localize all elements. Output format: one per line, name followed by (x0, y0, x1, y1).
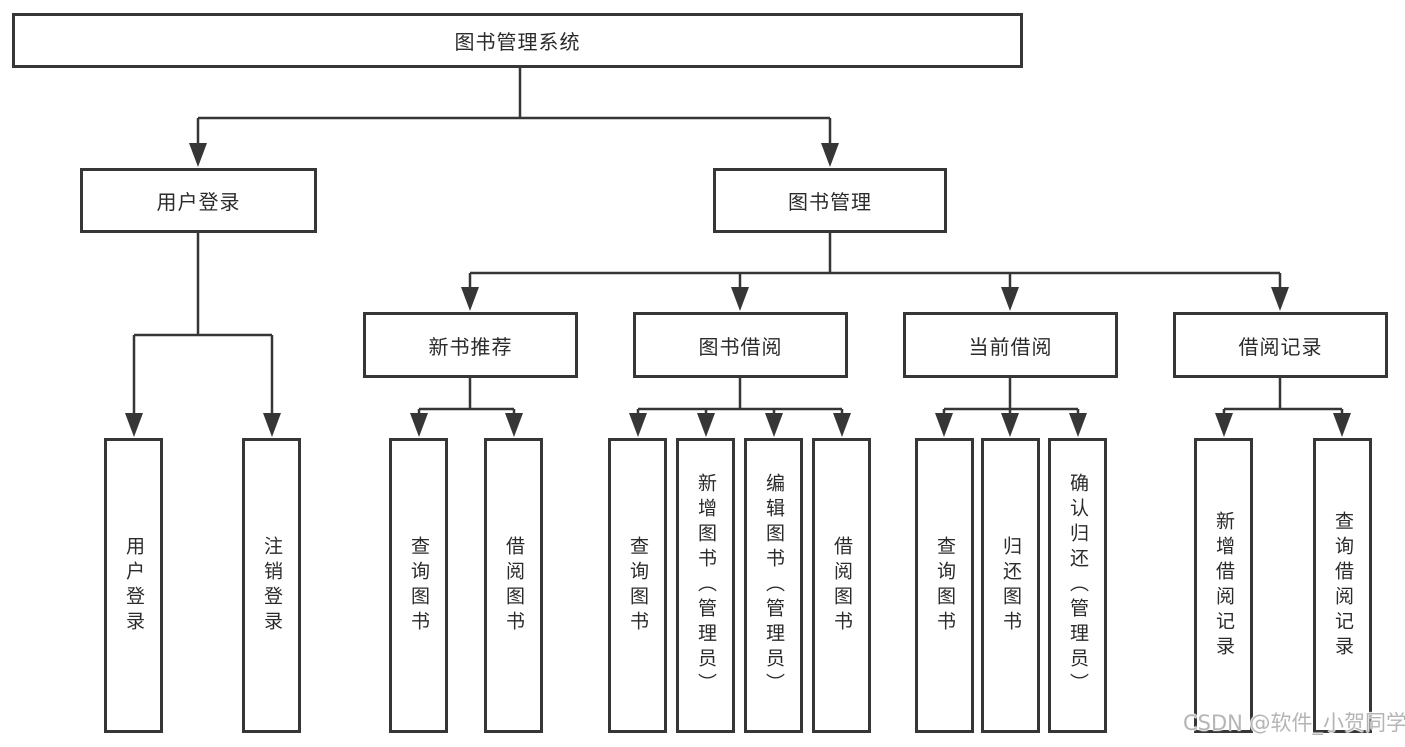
node-label: 图书借阅 (698, 334, 783, 359)
arrow-icon (410, 413, 428, 437)
node-label: 借阅记录 (1238, 334, 1323, 359)
leaf-label: 查询图书 (408, 535, 430, 636)
connector-borrow-records (1222, 378, 1344, 419)
node-borrow-records: 借阅记录 (1173, 312, 1388, 378)
arrow-icon (125, 413, 143, 437)
leaf-confirm-return-admin: 确认归还（管理员） (1048, 438, 1107, 733)
leaf-return-books: 归还图书 (981, 438, 1040, 733)
connector-current-borrow (942, 378, 1080, 419)
leaf-borrow-books-recommend: 借阅图书 (484, 438, 543, 733)
arrow-icon (1001, 413, 1019, 437)
connector-user-login (132, 233, 274, 419)
arrow-icon (765, 413, 783, 437)
node-new-book-recommend: 新书推荐 (363, 312, 578, 378)
connector-book-management (468, 233, 1282, 292)
connector-book-borrow (636, 378, 844, 419)
leaf-borrow-books: 借阅图书 (812, 438, 871, 733)
leaf-label: 编辑图书（管理员） (763, 473, 785, 698)
leaf-label: 查询借阅记录 (1332, 510, 1354, 661)
leaf-edit-book-admin: 编辑图书（管理员） (744, 438, 803, 733)
csdn-watermark: CSDN @软件_小贺同学 (1183, 711, 1405, 735)
leaf-label: 归还图书 (1000, 535, 1022, 636)
arrow-icon (1271, 287, 1289, 311)
leaf-query-books-recommend: 查询图书 (389, 438, 448, 733)
leaf-query-books-current: 查询图书 (915, 438, 974, 733)
node-book-borrow: 图书借阅 (633, 312, 848, 378)
leaf-add-book-admin: 新增图书（管理员） (676, 438, 735, 733)
node-current-borrow: 当前借阅 (903, 312, 1118, 378)
arrow-icon (1069, 413, 1087, 437)
arrow-icon (1215, 413, 1233, 437)
arrow-icon (1333, 413, 1351, 437)
leaf-label: 用户登录 (123, 535, 145, 636)
arrow-icon (935, 413, 953, 437)
node-label: 新书推荐 (428, 334, 513, 359)
node-label: 用户登录 (156, 190, 241, 214)
leaf-add-borrow-record: 新增借阅记录 (1194, 438, 1253, 733)
arrow-icon (263, 413, 281, 437)
leaf-label: 借阅图书 (831, 535, 853, 636)
connector-root (196, 68, 832, 148)
leaf-query-borrow-record: 查询借阅记录 (1313, 438, 1372, 733)
leaf-label: 确认归还（管理员） (1067, 473, 1089, 698)
leaf-query-books-borrow: 查询图书 (608, 438, 667, 733)
leaf-label: 查询图书 (934, 535, 956, 636)
node-library-system: 图书管理系统 (12, 13, 1023, 68)
node-label: 当前借阅 (968, 334, 1053, 359)
leaf-label: 新增借阅记录 (1213, 510, 1235, 661)
node-book-management: 图书管理 (713, 168, 947, 233)
leaf-user-login: 用户登录 (104, 438, 163, 733)
arrow-icon (629, 413, 647, 437)
connector-new-book-recommend (417, 378, 516, 419)
leaf-label: 新增图书（管理员） (695, 473, 717, 698)
leaf-label: 借阅图书 (503, 535, 525, 636)
arrow-icon (461, 287, 479, 311)
arrow-icon (505, 413, 523, 437)
leaf-logout: 注销登录 (242, 438, 301, 733)
arrow-icon (833, 413, 851, 437)
node-label: 图书管理 (788, 190, 872, 214)
arrow-icon (731, 287, 749, 311)
arrow-icon (821, 143, 839, 167)
arrow-icon (697, 413, 715, 437)
arrow-icon (1001, 287, 1019, 311)
arrow-icon (189, 143, 207, 167)
node-user-login: 用户登录 (80, 168, 317, 233)
leaf-label: 查询图书 (627, 535, 649, 636)
leaf-label: 注销登录 (261, 535, 283, 636)
node-label: 图书管理系统 (454, 30, 581, 54)
